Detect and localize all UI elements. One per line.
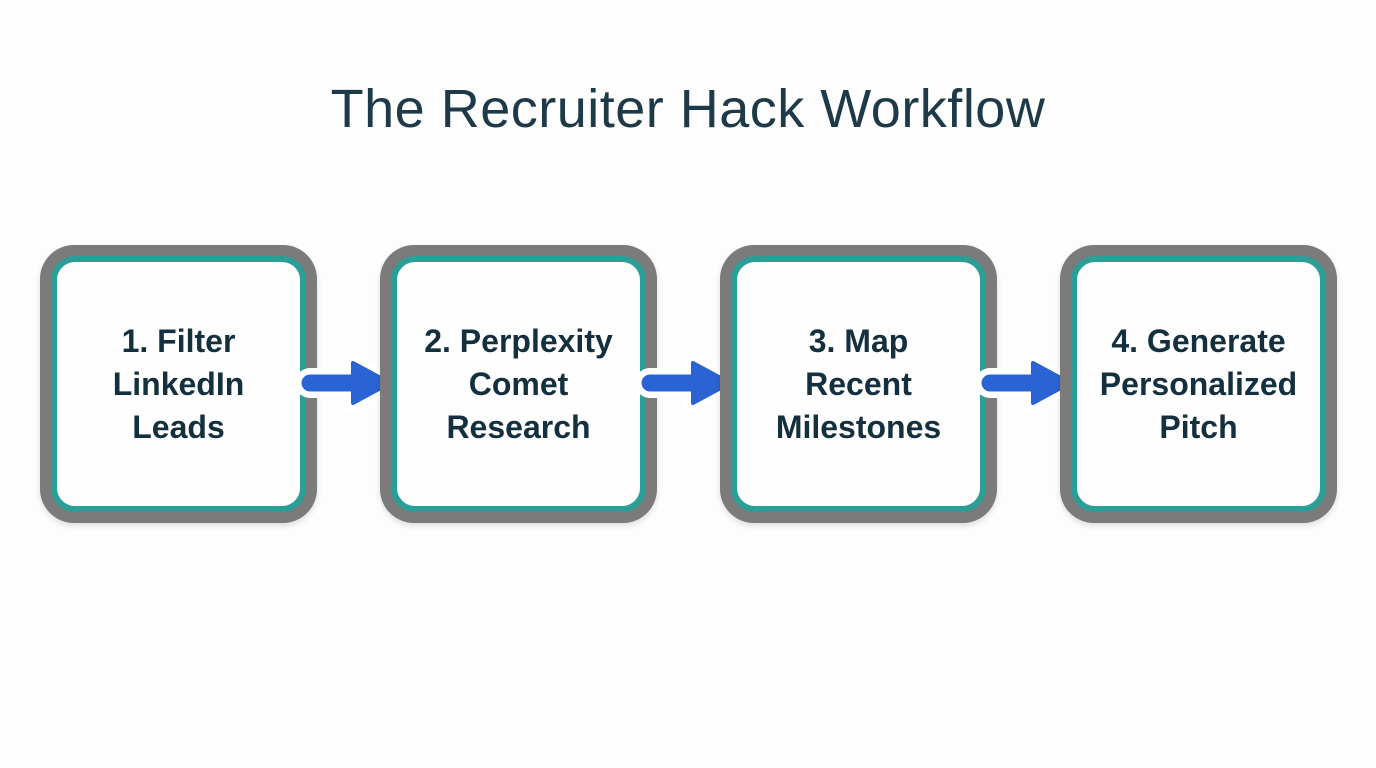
step-label: 3. Map Recent Milestones [776, 320, 941, 449]
workflow-step-2-panel: 2. Perplexity Comet Research [391, 256, 646, 512]
step-label-line: 2. Perplexity [424, 322, 613, 359]
diagram-title: The Recruiter Hack Workflow [330, 79, 1046, 139]
workflow-step-3: 3. Map Recent Milestones [720, 245, 997, 523]
step-label-line: Pitch [1159, 408, 1238, 445]
step-label-line: LinkedIn [112, 365, 245, 402]
workflow-step-2: 2. Perplexity Comet Research [380, 245, 657, 523]
step-label-line: Personalized [1099, 365, 1298, 402]
step-label-line: Milestones [775, 408, 942, 445]
workflow-step-4: 4. Generate Personalized Pitch [1060, 245, 1337, 523]
step-label-line: Leads [132, 408, 225, 445]
workflow-step-3-panel: 3. Map Recent Milestones [731, 256, 986, 512]
flow-arrow-icon [979, 352, 1079, 414]
step-label-line: 3. Map [808, 322, 909, 359]
flow-arrow-icon [639, 352, 739, 414]
step-label-line: Comet [468, 365, 569, 402]
step-label-line: Research [446, 408, 591, 445]
workflow-step-1: 1. Filter LinkedIn Leads [40, 245, 317, 523]
flow-arrow-icon [299, 352, 399, 414]
step-label: 1. Filter LinkedIn Leads [113, 320, 245, 449]
step-label: 2. Perplexity Comet Research [424, 320, 613, 449]
step-label: 4. Generate Personalized Pitch [1100, 320, 1297, 449]
workflow-step-1-panel: 1. Filter LinkedIn Leads [51, 256, 306, 512]
step-label-line: Recent [805, 365, 912, 402]
step-label-line: 1. Filter [121, 322, 236, 359]
step-label-line: 4. Generate [1111, 322, 1286, 359]
workflow-step-4-panel: 4. Generate Personalized Pitch [1071, 256, 1326, 512]
